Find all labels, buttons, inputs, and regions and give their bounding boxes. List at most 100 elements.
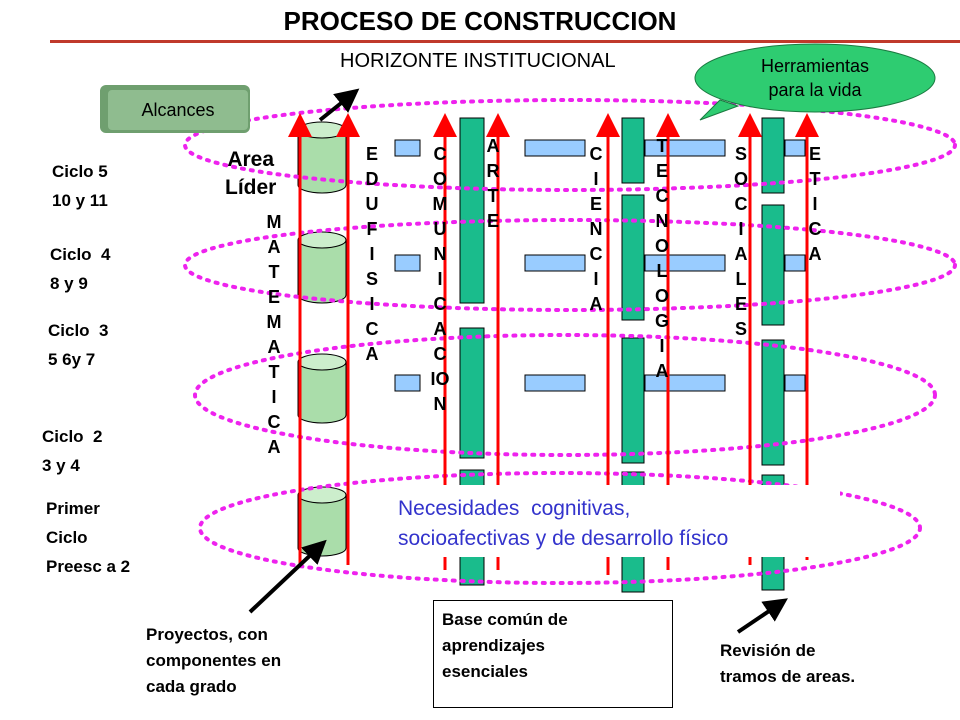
letter: E: [486, 211, 499, 231]
letter: N: [433, 394, 447, 414]
letter: I: [369, 244, 375, 264]
teal-column: [621, 117, 645, 184]
letter: T: [809, 169, 821, 189]
page-subtitle: HORIZONTE INSTITUCIONAL: [340, 50, 616, 72]
area-comunicacion: C O M U N I C A C IO N: [426, 142, 454, 417]
level-bar: [644, 254, 726, 272]
letter: E: [267, 287, 280, 307]
cycle-ellipse: [198, 471, 922, 585]
letter: C: [267, 412, 281, 432]
level-bar: [524, 254, 586, 272]
cylinder: [297, 486, 347, 557]
level-bar: [784, 254, 806, 272]
letter: I: [593, 169, 599, 189]
needs-panel: [380, 485, 840, 557]
letter: E: [808, 144, 821, 164]
cylinder: [297, 231, 347, 304]
letter: E: [589, 194, 602, 214]
page-title: PROCESO DE CONSTRUCCION: [283, 6, 677, 36]
letter: T: [487, 186, 499, 206]
letter: T: [268, 262, 280, 282]
cycle-label-4: Ciclo 4 8 y 9: [50, 245, 111, 293]
herramientas-bubble: Herramientas para la vida: [760, 56, 870, 100]
letter: U: [365, 194, 379, 214]
letter: N: [589, 219, 603, 239]
alcances-box: Alcances: [108, 90, 248, 130]
letter: E: [734, 294, 747, 314]
letter: IO: [430, 369, 450, 389]
letter: A: [734, 244, 748, 264]
letter: T: [268, 362, 280, 382]
letter: A: [486, 136, 500, 156]
title-underline: [50, 40, 960, 43]
letter: A: [267, 437, 281, 457]
teal-column: [459, 327, 485, 459]
level-bar: [784, 139, 806, 157]
letter: G: [654, 311, 669, 331]
letter: T: [656, 136, 668, 156]
teal-column: [459, 117, 485, 304]
level-bar: [644, 374, 726, 392]
letter: A: [655, 361, 669, 381]
area-arte: A R T E: [481, 134, 505, 234]
letter: C: [589, 144, 603, 164]
cycle-label-1: Primer Ciclo Preesc a 2: [46, 499, 131, 576]
area-lider-label: Area Líder: [225, 148, 277, 199]
letter: A: [433, 319, 447, 339]
letter: U: [433, 219, 447, 239]
letter: I: [738, 219, 744, 239]
teal-column: [761, 117, 785, 194]
area-ciencia: C I E N C I A: [584, 142, 608, 317]
level-bar: [524, 374, 586, 392]
area-etica: E T I C A: [803, 142, 827, 267]
letter: O: [432, 169, 447, 189]
letter: A: [808, 244, 822, 264]
cycle-ellipses: [183, 98, 957, 585]
letter: E: [365, 144, 378, 164]
area-sociales: S O C I A L E S: [729, 142, 753, 342]
area-edufisica: E D U F I S I C A: [360, 142, 384, 367]
level-bar: [394, 254, 421, 272]
level-bar: [524, 139, 586, 157]
area-tecnologia: T E C N O L O G I A: [649, 134, 675, 384]
letter: A: [365, 344, 379, 364]
letter: C: [655, 186, 669, 206]
letter: S: [734, 144, 747, 164]
level-bar: [784, 374, 806, 392]
black-arrows: [248, 88, 788, 634]
letter: S: [734, 319, 747, 339]
letter: N: [655, 211, 669, 231]
cycle-ellipse: [183, 218, 957, 312]
letter: A: [267, 337, 281, 357]
letter: C: [433, 294, 447, 314]
letter: L: [656, 261, 668, 281]
letter: C: [808, 219, 822, 239]
proyectos-arrow: [248, 539, 327, 614]
cylinder-stack: [297, 121, 347, 557]
cycle-label-5: Ciclo 5 10 y 11: [52, 162, 108, 210]
letter: A: [267, 237, 281, 257]
letter: C: [365, 319, 379, 339]
teal-column: [761, 339, 785, 466]
proyectos-label: Proyectos, con componentes en cada grado: [146, 625, 282, 696]
letter: M: [266, 312, 282, 332]
letter: I: [369, 294, 375, 314]
revision-arrow: [736, 598, 788, 634]
level-bar: [394, 139, 421, 157]
letter: I: [812, 194, 818, 214]
cylinder: [297, 353, 347, 424]
teal-column: [621, 194, 645, 321]
letter: E: [655, 161, 668, 181]
letter: L: [735, 269, 747, 289]
revision-label: Revisión de tramos de areas.: [720, 641, 856, 686]
cycle-label-3: Ciclo 3 5 6y 7: [48, 321, 109, 369]
letter: M: [432, 194, 448, 214]
letter: M: [266, 212, 282, 232]
teal-column: [621, 337, 645, 464]
base-comun-box: Base común de aprendizajes esenciales: [433, 600, 673, 708]
letter: I: [593, 269, 599, 289]
letter: N: [433, 244, 447, 264]
teal-column: [761, 204, 785, 326]
letter: R: [486, 161, 500, 181]
area-matematica: M A T E M A T I C A: [262, 210, 286, 460]
